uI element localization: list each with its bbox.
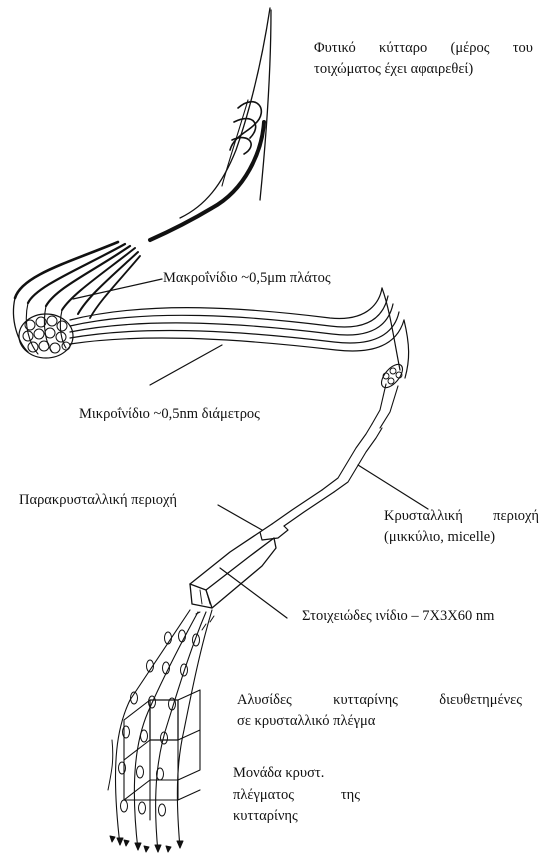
microfibril-drawing <box>70 288 409 391</box>
label-crystalline-line2: (μικκύλιο, micelle) <box>384 529 495 545</box>
label-unit-line2: πλέγματος της <box>233 787 360 803</box>
label-plant-cell: Φυτικό κύτταρο (μέρος του <box>314 38 533 59</box>
label-plant-cell-line1: Φυτικό κύτταρο (μέρος του <box>314 40 533 56</box>
label-macrofibril-text: Μακροΐνίδιο ~0,5μm πλάτος <box>163 270 331 286</box>
leader-crystalline <box>358 465 428 509</box>
label-plant-cell-2: τοιχώματος έχει αφαιρεθεί) <box>314 59 473 80</box>
label-unit-1: Μονάδα κρυστ. <box>233 763 324 784</box>
label-elementary-fibril: Στοιχειώδες ινίδιο – 7X3X60 nm <box>302 606 494 627</box>
label-microfibril: Μικροΐνίδιο ~0,5nm διάμετρος <box>79 404 260 425</box>
label-crystalline-2: (μικκύλιο, micelle) <box>384 527 495 548</box>
cellulose-chains-drawing <box>108 610 214 852</box>
label-unit-2: πλέγματος της <box>233 785 360 806</box>
label-paracrystalline: Παρακρυσταλλική περιοχή <box>19 490 177 511</box>
macrofibril-drawing <box>13 242 140 358</box>
label-macrofibril: Μακροΐνίδιο ~0,5μm πλάτος <box>163 268 331 289</box>
label-unit-line3: κυτταρίνης <box>233 808 298 824</box>
label-chains: Αλυσίδες κυτταρίνης διευθετημένες <box>237 690 522 711</box>
plant-cell-drawing <box>150 8 271 240</box>
label-crystalline-line1: Κρυσταλλική περιοχή <box>384 508 539 524</box>
leader-microfibril <box>150 345 222 385</box>
label-microfibril-text: Μικροΐνίδιο ~0,5nm διάμετρος <box>79 406 260 422</box>
label-unit-line1: Μονάδα κρυστ. <box>233 765 324 781</box>
label-chains-line2: σε κρυσταλλικό πλέγμα <box>237 713 375 729</box>
label-crystalline: Κρυσταλλική περιοχή <box>384 506 539 527</box>
label-elementary-fibril-text: Στοιχειώδες ινίδιο – 7X3X60 nm <box>302 608 494 624</box>
leader-paracrystalline <box>218 505 262 530</box>
label-paracrystalline-text: Παρακρυσταλλική περιοχή <box>19 492 177 508</box>
label-chains-2: σε κρυσταλλικό πλέγμα <box>237 711 375 732</box>
label-unit-3: κυτταρίνης <box>233 806 298 827</box>
label-chains-line1: Αλυσίδες κυτταρίνης διευθετημένες <box>237 692 522 708</box>
label-plant-cell-line2: τοιχώματος έχει αφαιρεθεί) <box>314 61 473 77</box>
